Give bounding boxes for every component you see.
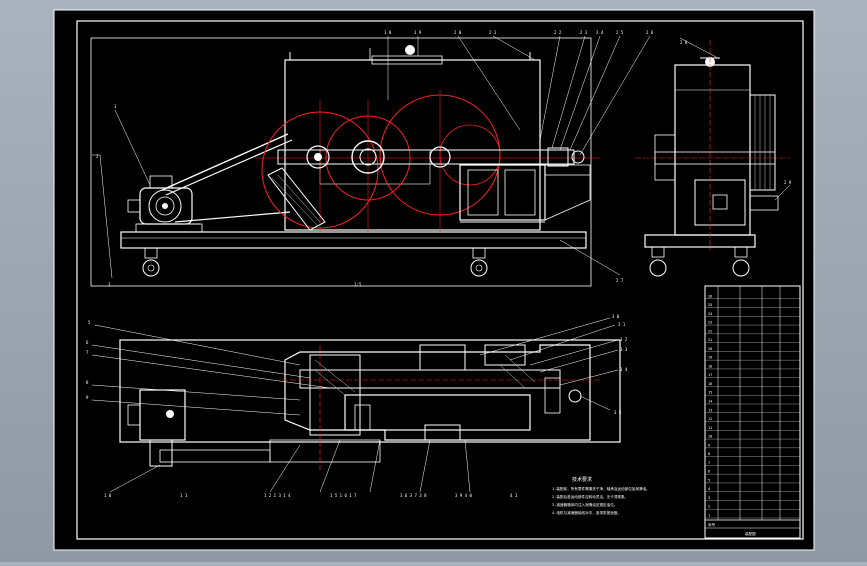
svg-text:3 4: 3 4 bbox=[620, 367, 628, 372]
tech-req-line-3: 3.减速器箱体内注入润滑油至规定油位。 bbox=[552, 502, 617, 507]
svg-text:3 5: 3 5 bbox=[614, 410, 622, 415]
svg-text:2: 2 bbox=[96, 154, 99, 159]
tech-req-line-4: 4.电机与减速器轴线对中，皮带张紧适度。 bbox=[552, 510, 621, 515]
parts-list-row-number: 12 bbox=[708, 417, 712, 421]
svg-text:1 2 1 3 1 4: 1 2 1 3 1 4 bbox=[264, 493, 291, 498]
gear-pitch-circles bbox=[255, 90, 600, 232]
drawing-frame bbox=[76, 20, 804, 540]
leader-lines-top bbox=[91, 317, 619, 493]
parts-list-row-number: 10 bbox=[708, 435, 712, 439]
svg-text:1 8: 1 8 bbox=[384, 30, 392, 35]
parts-list-row-number: 4 bbox=[708, 487, 710, 491]
parts-list-rows: 2625242322212019181716151413121110987654… bbox=[705, 294, 800, 519]
svg-text:1 1: 1 1 bbox=[180, 493, 188, 498]
side-view[interactable]: 2 8 2 9 bbox=[635, 37, 792, 277]
front-view-outline bbox=[90, 37, 592, 287]
drawing-sheet bbox=[53, 9, 815, 551]
svg-text:2 5: 2 5 bbox=[616, 30, 624, 35]
angled-bracket bbox=[267, 167, 326, 231]
parts-list-row-number: 13 bbox=[708, 408, 712, 412]
belt-upper-2 bbox=[165, 139, 293, 196]
svg-text:2 1: 2 1 bbox=[489, 30, 497, 35]
parts-list-row-number: 11 bbox=[708, 426, 712, 430]
leader-lines-front bbox=[92, 35, 651, 279]
part-number-tags-top: 5 6 7 8 9 3 0 3 1 3 2 3 3 3 4 3 5 1 0 1 … bbox=[86, 314, 628, 498]
parts-list-row-number: 9 bbox=[708, 443, 710, 447]
parts-list-row-number: 14 bbox=[708, 400, 712, 404]
svg-text:2 6: 2 6 bbox=[646, 30, 654, 35]
parts-list-row-number: 25 bbox=[708, 303, 712, 307]
scale-mark: 1:5 bbox=[354, 282, 362, 287]
belt-upper bbox=[161, 133, 289, 191]
svg-text:3 9 4 0: 3 9 4 0 bbox=[455, 493, 472, 498]
parts-list-row-number: 5 bbox=[708, 478, 710, 482]
parts-list-row-number: 26 bbox=[708, 294, 712, 298]
svg-text:3 6 3 7 3 8: 3 6 3 7 3 8 bbox=[400, 493, 427, 498]
svg-text:1 9: 1 9 bbox=[414, 30, 422, 35]
parts-list-row-number: 2 bbox=[708, 505, 710, 509]
svg-text:2 7: 2 7 bbox=[616, 278, 624, 283]
parts-list-header: 序号 bbox=[708, 522, 716, 527]
parts-list-row-number: 24 bbox=[708, 312, 712, 316]
parts-list-row-number: 17 bbox=[708, 373, 712, 377]
svg-text:1 5 1 6 1 7: 1 5 1 6 1 7 bbox=[330, 493, 357, 498]
svg-text:9: 9 bbox=[86, 395, 89, 400]
part-number-tags-front: 1 2 3 1 8 1 9 2 0 2 1 2 2 2 3 2 4 2 5 2 … bbox=[96, 30, 654, 287]
svg-text:2 8: 2 8 bbox=[680, 40, 688, 45]
svg-text:3: 3 bbox=[108, 282, 111, 287]
parts-list-row-number: 19 bbox=[708, 356, 712, 360]
gearbox-right[interactable] bbox=[459, 164, 591, 223]
caster-left bbox=[142, 247, 160, 277]
svg-text:3 2: 3 2 bbox=[620, 337, 628, 342]
parts-list-row-number: 6 bbox=[708, 470, 710, 474]
svg-text:2 3: 2 3 bbox=[580, 30, 588, 35]
parts-list-row-number: 22 bbox=[708, 329, 712, 333]
side-casters bbox=[649, 246, 750, 277]
svg-text:7: 7 bbox=[86, 350, 89, 355]
parts-list-row-number: 16 bbox=[708, 382, 712, 386]
parts-list-row-number: 7 bbox=[708, 461, 710, 465]
svg-text:2 4: 2 4 bbox=[596, 30, 604, 35]
top-main-box bbox=[284, 344, 591, 441]
title-block: 装配图 bbox=[745, 531, 756, 536]
svg-text:2 9: 2 9 bbox=[784, 180, 792, 185]
parts-list-row-number: 8 bbox=[708, 452, 710, 456]
tech-req-line-1: 1.装配前，所有零件需清洗干净，轴承及运动部位加润滑油。 bbox=[552, 486, 650, 491]
parts-list-row-number: 1 bbox=[708, 514, 710, 518]
svg-text:8: 8 bbox=[86, 380, 89, 385]
main-shaft[interactable] bbox=[277, 140, 585, 174]
tech-req-line-2: 2.装配后各运动部件应转动灵活，无卡滞现象。 bbox=[552, 494, 628, 499]
parts-list-row-number: 15 bbox=[708, 391, 712, 395]
base-frame bbox=[120, 231, 587, 249]
belt-lower bbox=[174, 211, 291, 223]
front-view[interactable]: 1 2 3 1 8 1 9 2 0 2 1 2 2 2 3 2 4 2 5 2 … bbox=[90, 30, 654, 287]
hatch-top bbox=[314, 354, 536, 396]
tech-req-title: 技术要求 bbox=[572, 476, 592, 483]
parts-list-row-number: 18 bbox=[708, 364, 712, 368]
svg-text:3 1: 3 1 bbox=[618, 322, 626, 327]
parts-list-row-number: 3 bbox=[708, 496, 710, 500]
svg-text:2 0: 2 0 bbox=[454, 30, 462, 35]
svg-text:5: 5 bbox=[88, 320, 91, 325]
parts-list-row-number: 20 bbox=[708, 347, 712, 351]
svg-text:3 0: 3 0 bbox=[612, 314, 620, 319]
parts-list-row-number: 23 bbox=[708, 321, 712, 325]
svg-text:2 2: 2 2 bbox=[554, 30, 562, 35]
parts-list[interactable]: 2625242322212019181716151413121110987654… bbox=[704, 285, 801, 539]
parts-list-row-number: 21 bbox=[708, 338, 712, 342]
svg-text:6: 6 bbox=[86, 340, 89, 345]
technical-requirements: 技术要求 1.装配前，所有零件需清洗干净，轴承及运动部位加润滑油。 2.装配后各… bbox=[552, 476, 650, 515]
top-base-outline bbox=[119, 339, 621, 443]
svg-text:4 1: 4 1 bbox=[510, 493, 518, 498]
caster-right bbox=[470, 247, 488, 277]
svg-text:1: 1 bbox=[114, 104, 117, 109]
svg-text:3 3: 3 3 bbox=[620, 347, 628, 352]
svg-text:1 0: 1 0 bbox=[104, 493, 112, 498]
top-view[interactable]: 5 6 7 8 9 3 0 3 1 3 2 3 3 3 4 3 5 1 0 1 … bbox=[86, 314, 628, 498]
